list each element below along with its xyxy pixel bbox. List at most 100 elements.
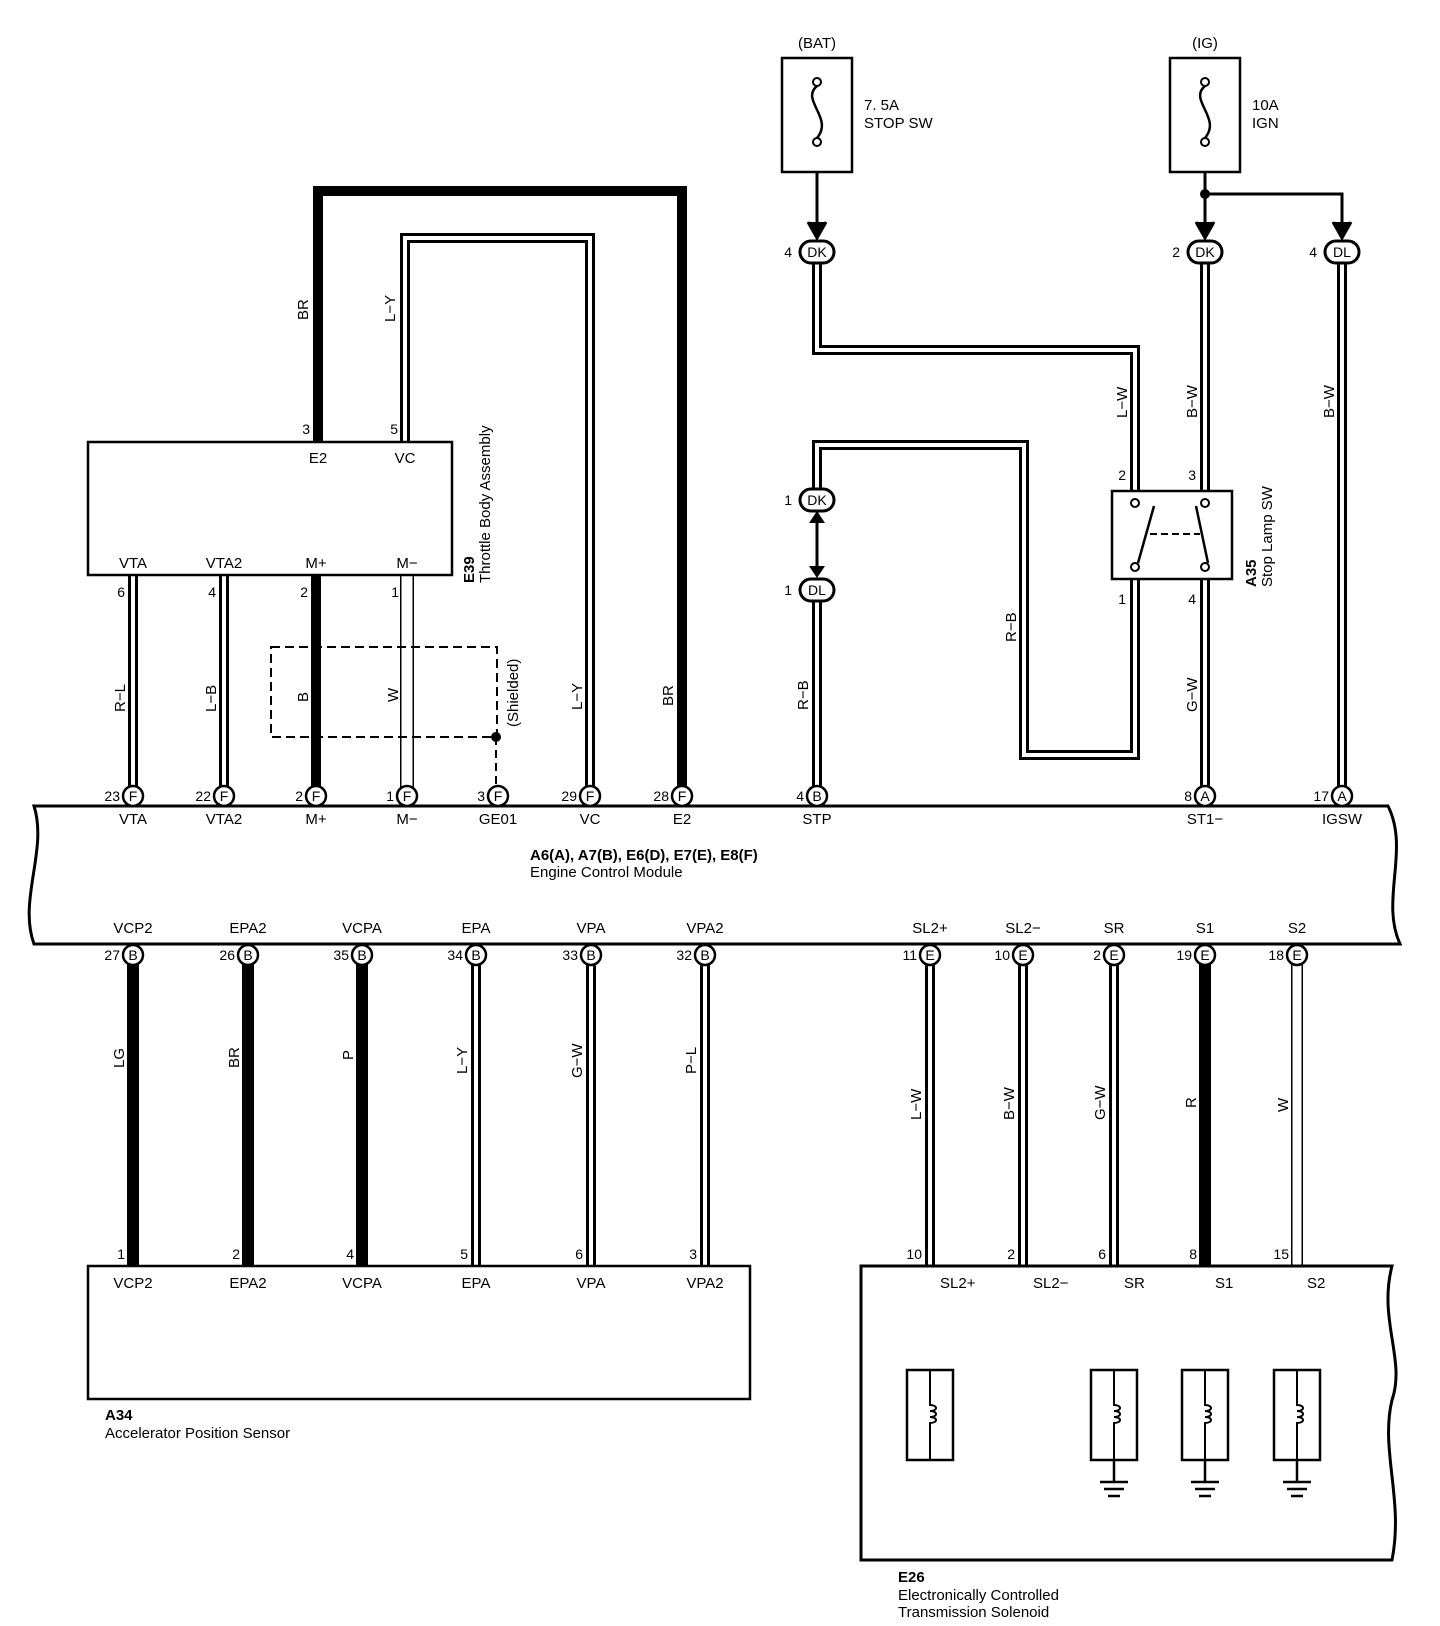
terminal-name: EPA: [462, 1275, 491, 1292]
sw-code: A35: [1243, 559, 1260, 587]
terminal-name: M−: [396, 811, 417, 828]
terminal-pin: 3: [477, 788, 485, 804]
connector-letter: F: [586, 788, 595, 804]
connector-letter: E: [1292, 947, 1301, 963]
tb-pin: 3: [302, 421, 310, 437]
connector-circle: [579, 943, 603, 967]
wire-stp-lw: [812, 262, 1140, 491]
terminal-name: S1: [1196, 920, 1214, 937]
terminal-name: SL2+: [940, 1275, 976, 1292]
connector-circle: [670, 784, 694, 808]
connector-letter: B: [357, 947, 366, 963]
ecm-terminal: E 11 SL2+: [902, 920, 948, 967]
splice-dk-stp: DK 1: [784, 487, 836, 523]
fuse-bat-rating: 7. 5A: [864, 97, 899, 114]
aps-code: A34: [105, 1407, 133, 1424]
ecm-top-terminals: F23VTAF22VTA2F2M+F1M−F3GE01F29VCF28E2B4S…: [104, 784, 1363, 828]
terminal-pin: 18: [1268, 947, 1284, 963]
splice-code: DK: [807, 492, 827, 508]
connector-letter: E: [1109, 947, 1118, 963]
ig-junction-dot: [1200, 189, 1210, 199]
connector-letter: F: [678, 788, 687, 804]
terminal-name: M+: [305, 811, 326, 828]
terminal-pin: 2: [1007, 1246, 1015, 1262]
terminal-name: S1: [1215, 1275, 1233, 1292]
wcol-vta2: L−B: [203, 685, 220, 712]
terminal-name: VPA2: [686, 920, 723, 937]
connector-circle: [486, 784, 510, 808]
tb-name: Throttle Body Assembly: [477, 425, 494, 583]
coil-sl2: [905, 1368, 955, 1462]
connector-circle: [1193, 784, 1217, 808]
tb-pin: 5: [390, 421, 398, 437]
link-arrow-down-icon: [809, 566, 825, 578]
tb-terminal: E2: [309, 450, 327, 467]
terminal-name: VCPA: [342, 920, 382, 937]
terminal-pin: 22: [195, 788, 211, 804]
terminal-name: EPA2: [229, 1275, 266, 1292]
connector-letter: E: [1200, 947, 1209, 963]
connector-circle: [805, 784, 829, 808]
ecm-terminal: B 35 VCPA: [333, 920, 382, 967]
terminal-name: STP: [802, 811, 831, 828]
terminal-pin: 15: [1273, 1246, 1289, 1262]
connector-letter: B: [471, 947, 480, 963]
shield: (Shielded): [270, 646, 522, 742]
terminal-name: SR: [1104, 920, 1125, 937]
sw-pin: 2: [1118, 467, 1126, 483]
wcol-sr: G−W: [1092, 1085, 1109, 1120]
connector-circle: [1330, 784, 1354, 808]
device-terminal: 6SR: [1098, 1246, 1145, 1292]
terminal-pin: 35: [333, 947, 349, 963]
terminal-pin: 19: [1176, 947, 1192, 963]
connector-letter: E: [1018, 947, 1027, 963]
accelerator-position-sensor: A34 Accelerator Position Sensor: [86, 1264, 752, 1442]
wcol-sl2m: B−W: [1001, 1086, 1018, 1120]
terminal-name: SL2+: [912, 920, 948, 937]
terminal-name: VTA: [119, 811, 147, 828]
ground-icon: [1191, 1460, 1219, 1498]
aps-name: Accelerator Position Sensor: [105, 1425, 290, 1442]
connector-circle: [1102, 943, 1126, 967]
terminal-name: GE01: [479, 811, 517, 828]
wcol-st1: G−W: [1184, 677, 1201, 712]
connector-letter: E: [925, 947, 934, 963]
terminal-name: S2: [1288, 920, 1306, 937]
ground-icon: [1100, 1460, 1128, 1498]
splice-code: DL: [1333, 244, 1351, 260]
wcol-mplus: B: [295, 692, 312, 702]
sol-name-2: Transmission Solenoid: [898, 1604, 1049, 1621]
terminal-pin: 17: [1313, 788, 1329, 804]
terminal-pin: 28: [653, 788, 669, 804]
terminal-name: VCP2: [113, 1275, 152, 1292]
wcol-vpa: G−W: [569, 1043, 586, 1078]
fuse-ig: (IG) 10A IGN: [1168, 35, 1279, 174]
terminal-pin: 29: [561, 788, 577, 804]
wcol-epa: L−Y: [454, 1047, 471, 1074]
connector-circle: [693, 943, 717, 967]
splice-pin: 4: [784, 244, 792, 260]
device-terminal: 8S1: [1189, 1246, 1233, 1292]
wcol-epa2: BR: [226, 1047, 243, 1068]
terminal-pin: 11: [902, 947, 917, 963]
terminal-pin: 2: [232, 1246, 240, 1262]
tb-terminal: M−: [396, 555, 417, 572]
terminal-name: SL2−: [1005, 920, 1041, 937]
wcol-vcpa: P: [340, 1050, 357, 1060]
wcol-mminus: W: [385, 687, 402, 702]
